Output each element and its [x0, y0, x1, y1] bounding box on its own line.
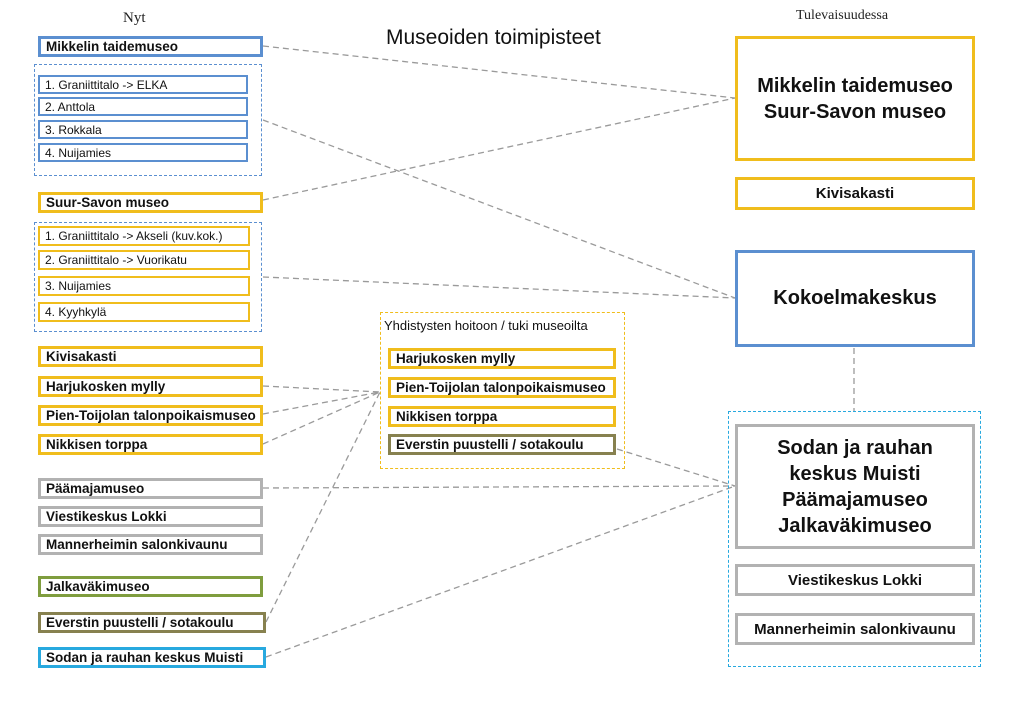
suur-savo-museum-box: Suur-Savon museo: [38, 192, 263, 213]
art-subsite-4: 4. Nuijamies: [38, 143, 248, 162]
link-nikkinen-to-middle: [262, 391, 381, 445]
everstin-box: Everstin puustelli / sotakoulu: [38, 612, 266, 633]
middle-harjukoski-box: Harjukosken mylly: [388, 348, 616, 369]
future-lokki-box: Viestikeskus Lokki: [735, 564, 975, 596]
link-everstin-to-middle: [265, 391, 381, 623]
nikkinen-box: Nikkisen torppa: [38, 434, 263, 455]
link-art-museum-to-combined: [262, 45, 736, 99]
art-subsite-2: 2. Anttola: [38, 97, 248, 116]
diagram-title: Museoiden toimipisteet: [386, 26, 601, 49]
kivisakasti-box: Kivisakasti: [38, 346, 263, 367]
suur-savo-subsite-2: 2. Graniittitalo -> Vuorikatu: [38, 250, 250, 270]
jalkavaki-box: Jalkaväkimuseo: [38, 576, 263, 597]
muisti-center-box: Sodan ja rauhan keskus Muisti Päämajamus…: [735, 424, 975, 549]
muisti-line-1: Sodan ja rauhan: [777, 436, 933, 459]
muisti-line-3: Päämajamuseo: [782, 488, 928, 511]
future-mannerheim-box: Mannerheimin salonkivaunu: [735, 613, 975, 645]
link-paamaja-to-muisti: [262, 485, 736, 489]
suur-savo-subsite-3: 3. Nuijamies: [38, 276, 250, 296]
link-middle-to-muisti: [616, 448, 736, 487]
combined-museum-box: Mikkelin taidemuseo Suur-Savon museo: [735, 36, 975, 161]
mannerheim-box: Mannerheimin salonkivaunu: [38, 534, 263, 555]
now-column-label: Nyt: [123, 10, 146, 26]
suur-savo-subsites-group: [34, 222, 262, 332]
lokki-box: Viestikeskus Lokki: [38, 506, 263, 527]
muisti-line-2: keskus Muisti: [789, 462, 921, 485]
link-pientoijola-to-middle: [262, 391, 381, 415]
muisti-line-4: Jalkaväkimuseo: [778, 514, 932, 537]
collection-center-box: Kokoelmakeskus: [735, 250, 975, 347]
link-harjukoski-to-middle: [262, 385, 381, 393]
muisti-group: [728, 411, 981, 667]
harjukoski-box: Harjukosken mylly: [38, 376, 263, 397]
associations-group-label: Yhdistysten hoitoon / tuki museoilta: [384, 318, 588, 333]
mikkeli-art-museum-box: Mikkelin taidemuseo: [38, 36, 263, 57]
paamaja-box: Päämajamuseo: [38, 478, 263, 499]
link-sodan-to-muisti: [265, 485, 736, 658]
future-column-label: Tulevaisuudessa: [796, 8, 889, 23]
suur-savo-subsite-4: 4. Kyyhkylä: [38, 302, 250, 322]
pien-toijola-box: Pien-Toijolan talonpoikaismuseo: [38, 405, 263, 426]
link-suursavo-sub-to-collection: [262, 276, 736, 299]
link-suursavo-to-combined: [262, 97, 736, 201]
mikkeli-art-subsites-group: [34, 64, 262, 176]
art-subsite-1: 1. Graniittitalo -> ELKA: [38, 75, 248, 94]
middle-everstin-box: Everstin puustelli / sotakoulu: [388, 434, 616, 455]
associations-group: [380, 312, 625, 469]
future-kivisakasti-box: Kivisakasti: [735, 177, 975, 210]
middle-nikkinen-box: Nikkisen torppa: [388, 406, 616, 427]
middle-pien-toijola-box: Pien-Toijolan talonpoikaismuseo: [388, 377, 616, 398]
art-subsite-3: 3. Rokkala: [38, 120, 248, 139]
link-art-sub-to-collection: [262, 119, 736, 299]
combined-museum-line-2: Suur-Savon museo: [763, 100, 947, 123]
sodan-ja-rauhan-box: Sodan ja rauhan keskus Muisti: [38, 647, 266, 668]
suur-savo-subsite-1: 1. Graniittitalo -> Akseli (kuv.kok.): [38, 226, 250, 246]
combined-museum-line-1: Mikkelin taidemuseo: [757, 74, 953, 97]
